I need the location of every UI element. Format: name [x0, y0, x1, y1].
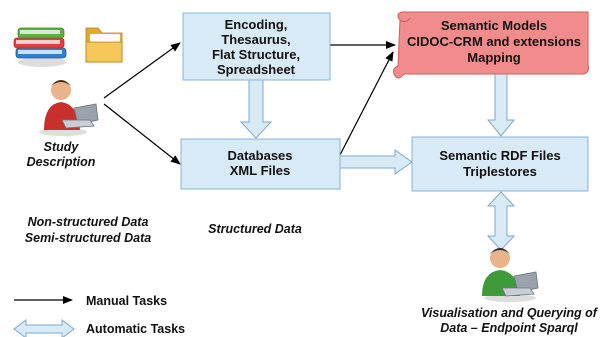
- arrow-study-to-encoding: [103, 42, 181, 99]
- databases-line: Databases: [227, 148, 292, 163]
- manual-arrows: [103, 41, 396, 165]
- semantic-models-line: Mapping: [467, 50, 520, 65]
- non-structured-label: Non-structured Data: [28, 215, 149, 229]
- automatic-arrows: [239, 73, 516, 251]
- folder-icon: [85, 27, 123, 63]
- encoding-line: Encoding,: [225, 17, 288, 32]
- arrow-databases-to-semantic-models: [339, 51, 394, 156]
- rdf-box: Semantic RDF Files Triplestores: [411, 136, 589, 192]
- legend: Manual Tasks Automatic Tasks: [13, 294, 185, 337]
- rdf-line: Semantic RDF Files: [439, 148, 560, 163]
- user-laptop-icon: [482, 248, 539, 302]
- block-arrow-databases-to-rdf: [339, 149, 413, 175]
- structured-data-label: Structured Data: [208, 222, 302, 236]
- visualisation-label: Data – Endpoint Sparql: [440, 321, 578, 335]
- semantic-models-line: CIDOC-CRM and extensions: [407, 34, 581, 49]
- user-laptop-icon: [39, 80, 99, 136]
- rdf-line: Triplestores: [463, 164, 537, 179]
- legend-automatic-arrow: [13, 319, 75, 337]
- encoding-line: Spreadsheet: [217, 62, 296, 77]
- databases-line: XML Files: [230, 163, 290, 178]
- encoding-line: Thesaurus,: [221, 32, 290, 47]
- legend-automatic-label: Automatic Tasks: [86, 322, 185, 336]
- arrow-study-to-databases: [103, 103, 181, 165]
- visualisation-label: Visualisation and Querying of: [421, 306, 599, 320]
- block-arrow-semantic-models-to-rdf: [486, 73, 516, 137]
- semantic-models-scroll: Semantic Models CIDOC-CRM and extensions…: [393, 11, 589, 79]
- encoding-line: Flat Structure,: [212, 47, 300, 62]
- databases-box: Databases XML Files: [180, 138, 341, 190]
- books-icon: [13, 27, 67, 67]
- encoding-box: Encoding, Thesaurus, Flat Structure, Spr…: [182, 12, 331, 81]
- study-label: Description: [27, 155, 96, 169]
- study-label: Study: [44, 140, 80, 154]
- block-arrow-rdf-visualisation: [486, 191, 516, 251]
- legend-manual-label: Manual Tasks: [86, 294, 167, 308]
- block-arrow-encoding-to-databases: [239, 79, 273, 139]
- non-structured-label: Semi-structured Data: [25, 231, 151, 245]
- semantic-models-line: Semantic Models: [441, 18, 547, 33]
